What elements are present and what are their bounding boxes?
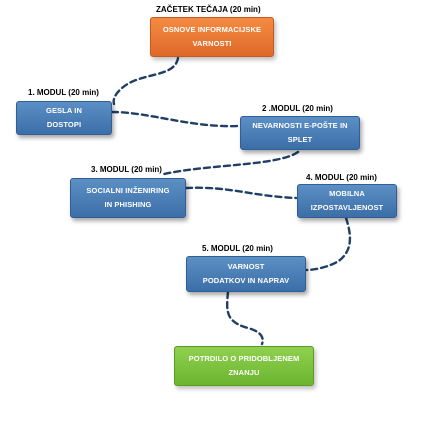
- connector-module3-module4: [184, 186, 298, 200]
- start-caption: ZAČETEK TEČAJA (20 min): [156, 5, 261, 14]
- module5-box: VARNOST PODATKOV IN NAPRAV: [186, 256, 306, 292]
- module1-box-line1: GESLA IN: [46, 106, 82, 115]
- end-box: POTRDILO O PRIDOBLJENEM ZNANJU: [174, 346, 314, 386]
- module5-box-line2: PODATKOV IN NAPRAV: [202, 276, 290, 285]
- connector-start-module1: [112, 56, 180, 106]
- module3-caption: 3. MODUL (20 min): [91, 165, 162, 174]
- module2-box-line1: NEVARNOSTI E-POŠTE IN: [252, 121, 348, 130]
- module3-box: SOCIALNI INŽENIRING IN PHISHING: [70, 178, 186, 218]
- module1-caption: 1. MODUL (20 min): [28, 88, 99, 97]
- end-box-line1: POTRDILO O PRIDOBLJENEM: [188, 354, 300, 363]
- start-box-line2: VARNOSTI: [192, 39, 232, 48]
- connector-module1-module2: [110, 110, 242, 128]
- module4-box: MOBILNA IZPOSTAVLJENOST: [297, 184, 397, 218]
- module5-caption: 5. MODUL (20 min): [202, 244, 273, 253]
- module2-caption: 2 .MODUL (20 min): [262, 104, 333, 113]
- module2-box: NEVARNOSTI E-POŠTE IN SPLET: [240, 116, 360, 150]
- connector-module5-end: [225, 290, 264, 346]
- connector-module4-module5: [304, 216, 352, 272]
- module5-box-line1: VARNOST: [227, 262, 265, 271]
- start-box: OSNOVE INFORMACIJSKE VARNOSTI: [150, 17, 274, 57]
- connector-module2-module3: [162, 150, 300, 176]
- end-box-line2: ZNANJU: [228, 368, 260, 377]
- module3-box-line1: SOCIALNI INŽENIRING: [86, 186, 170, 195]
- module4-caption: 4. MODUL (20 min): [306, 173, 377, 182]
- start-box-line1: OSNOVE INFORMACIJSKE: [162, 25, 262, 34]
- module1-box-line2: DOSTOPI: [46, 120, 82, 129]
- module4-box-line1: MOBILNA: [329, 189, 365, 198]
- module2-box-line2: SPLET: [287, 135, 313, 144]
- module3-box-line2: IN PHISHING: [104, 200, 152, 209]
- module4-box-line2: IZPOSTAVLJENOST: [310, 203, 384, 212]
- module1-box: GESLA IN DOSTOPI: [16, 101, 112, 135]
